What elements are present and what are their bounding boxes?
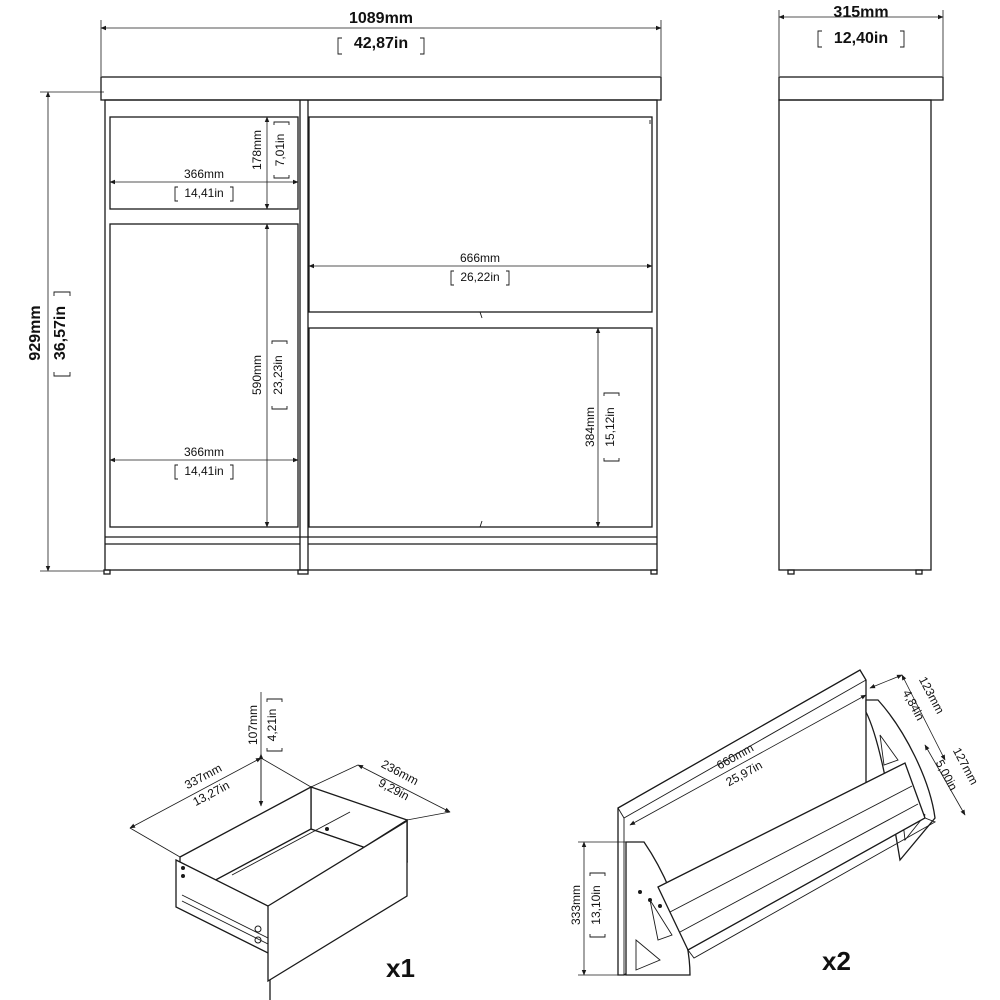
left-top-width-in: 14,41in: [184, 186, 223, 200]
front-body: [104, 99, 658, 571]
left-door-height-in: 23,23in: [271, 355, 285, 394]
shoe-flap-iso: 660mm 25,97in 123mm 4,84in 127mm 5,00in …: [569, 669, 981, 976]
left-top-height-in: 7,01in: [273, 134, 287, 167]
side-view: 315mm 12,40in: [778, 4, 944, 575]
drawer-front: [109, 116, 299, 210]
front-view: 1089mm 42,87in 929mm 36,57in 366mm 14,41…: [27, 10, 662, 575]
left-door-width-mm: 366mm: [184, 445, 224, 459]
left-top-height-mm: 178mm: [250, 130, 264, 170]
drawer-count: x1: [386, 953, 415, 983]
drawer-iso: 107mm 4,21in 337mm 13,27in 236mm 9,29in …: [129, 692, 451, 1000]
right-width-mm: 666mm: [460, 251, 500, 265]
left-door: [109, 223, 299, 528]
side-depth-in: 12,40in: [834, 30, 888, 47]
side-body: [778, 99, 932, 571]
side-top-panel: [778, 76, 944, 101]
shoe-flap-top: [308, 116, 653, 313]
flap-count: x2: [822, 946, 851, 976]
front-top-panel: [100, 76, 662, 101]
drawer-height-mm: 107mm: [246, 705, 260, 745]
overall-height-in: 36,57in: [52, 306, 69, 360]
side-depth-mm: 315mm: [833, 4, 888, 21]
overall-width-in: 42,87in: [354, 35, 408, 52]
left-door-height-mm: 590mm: [250, 355, 264, 395]
right-width-in: 26,22in: [460, 270, 499, 284]
right-bottom-height-mm: 384mm: [583, 407, 597, 447]
drawer-height-in: 4,21in: [265, 709, 279, 742]
overall-width-mm: 1089mm: [349, 10, 413, 27]
overall-height-mm: 929mm: [27, 305, 44, 360]
left-door-width-in: 14,41in: [184, 464, 223, 478]
left-top-width-mm: 366mm: [184, 167, 224, 181]
right-bottom-height-in: 15,12in: [603, 407, 617, 446]
shoe-flap-bottom: [308, 327, 653, 528]
flap-height-mm: 333mm: [569, 885, 583, 925]
flap-height-in: 13,10in: [589, 885, 603, 924]
